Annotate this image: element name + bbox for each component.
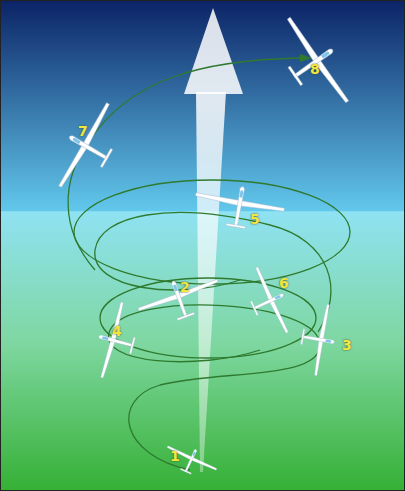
callout-number: 4 xyxy=(112,324,122,338)
callout-number: 2 xyxy=(180,280,190,294)
callout-number: 8 xyxy=(310,62,320,76)
callout-number: 3 xyxy=(342,338,352,352)
callout-number: 1 xyxy=(170,449,180,463)
callout-number: 5 xyxy=(250,212,260,226)
callout-number: 7 xyxy=(78,124,88,138)
callout-number: 6 xyxy=(279,276,289,290)
